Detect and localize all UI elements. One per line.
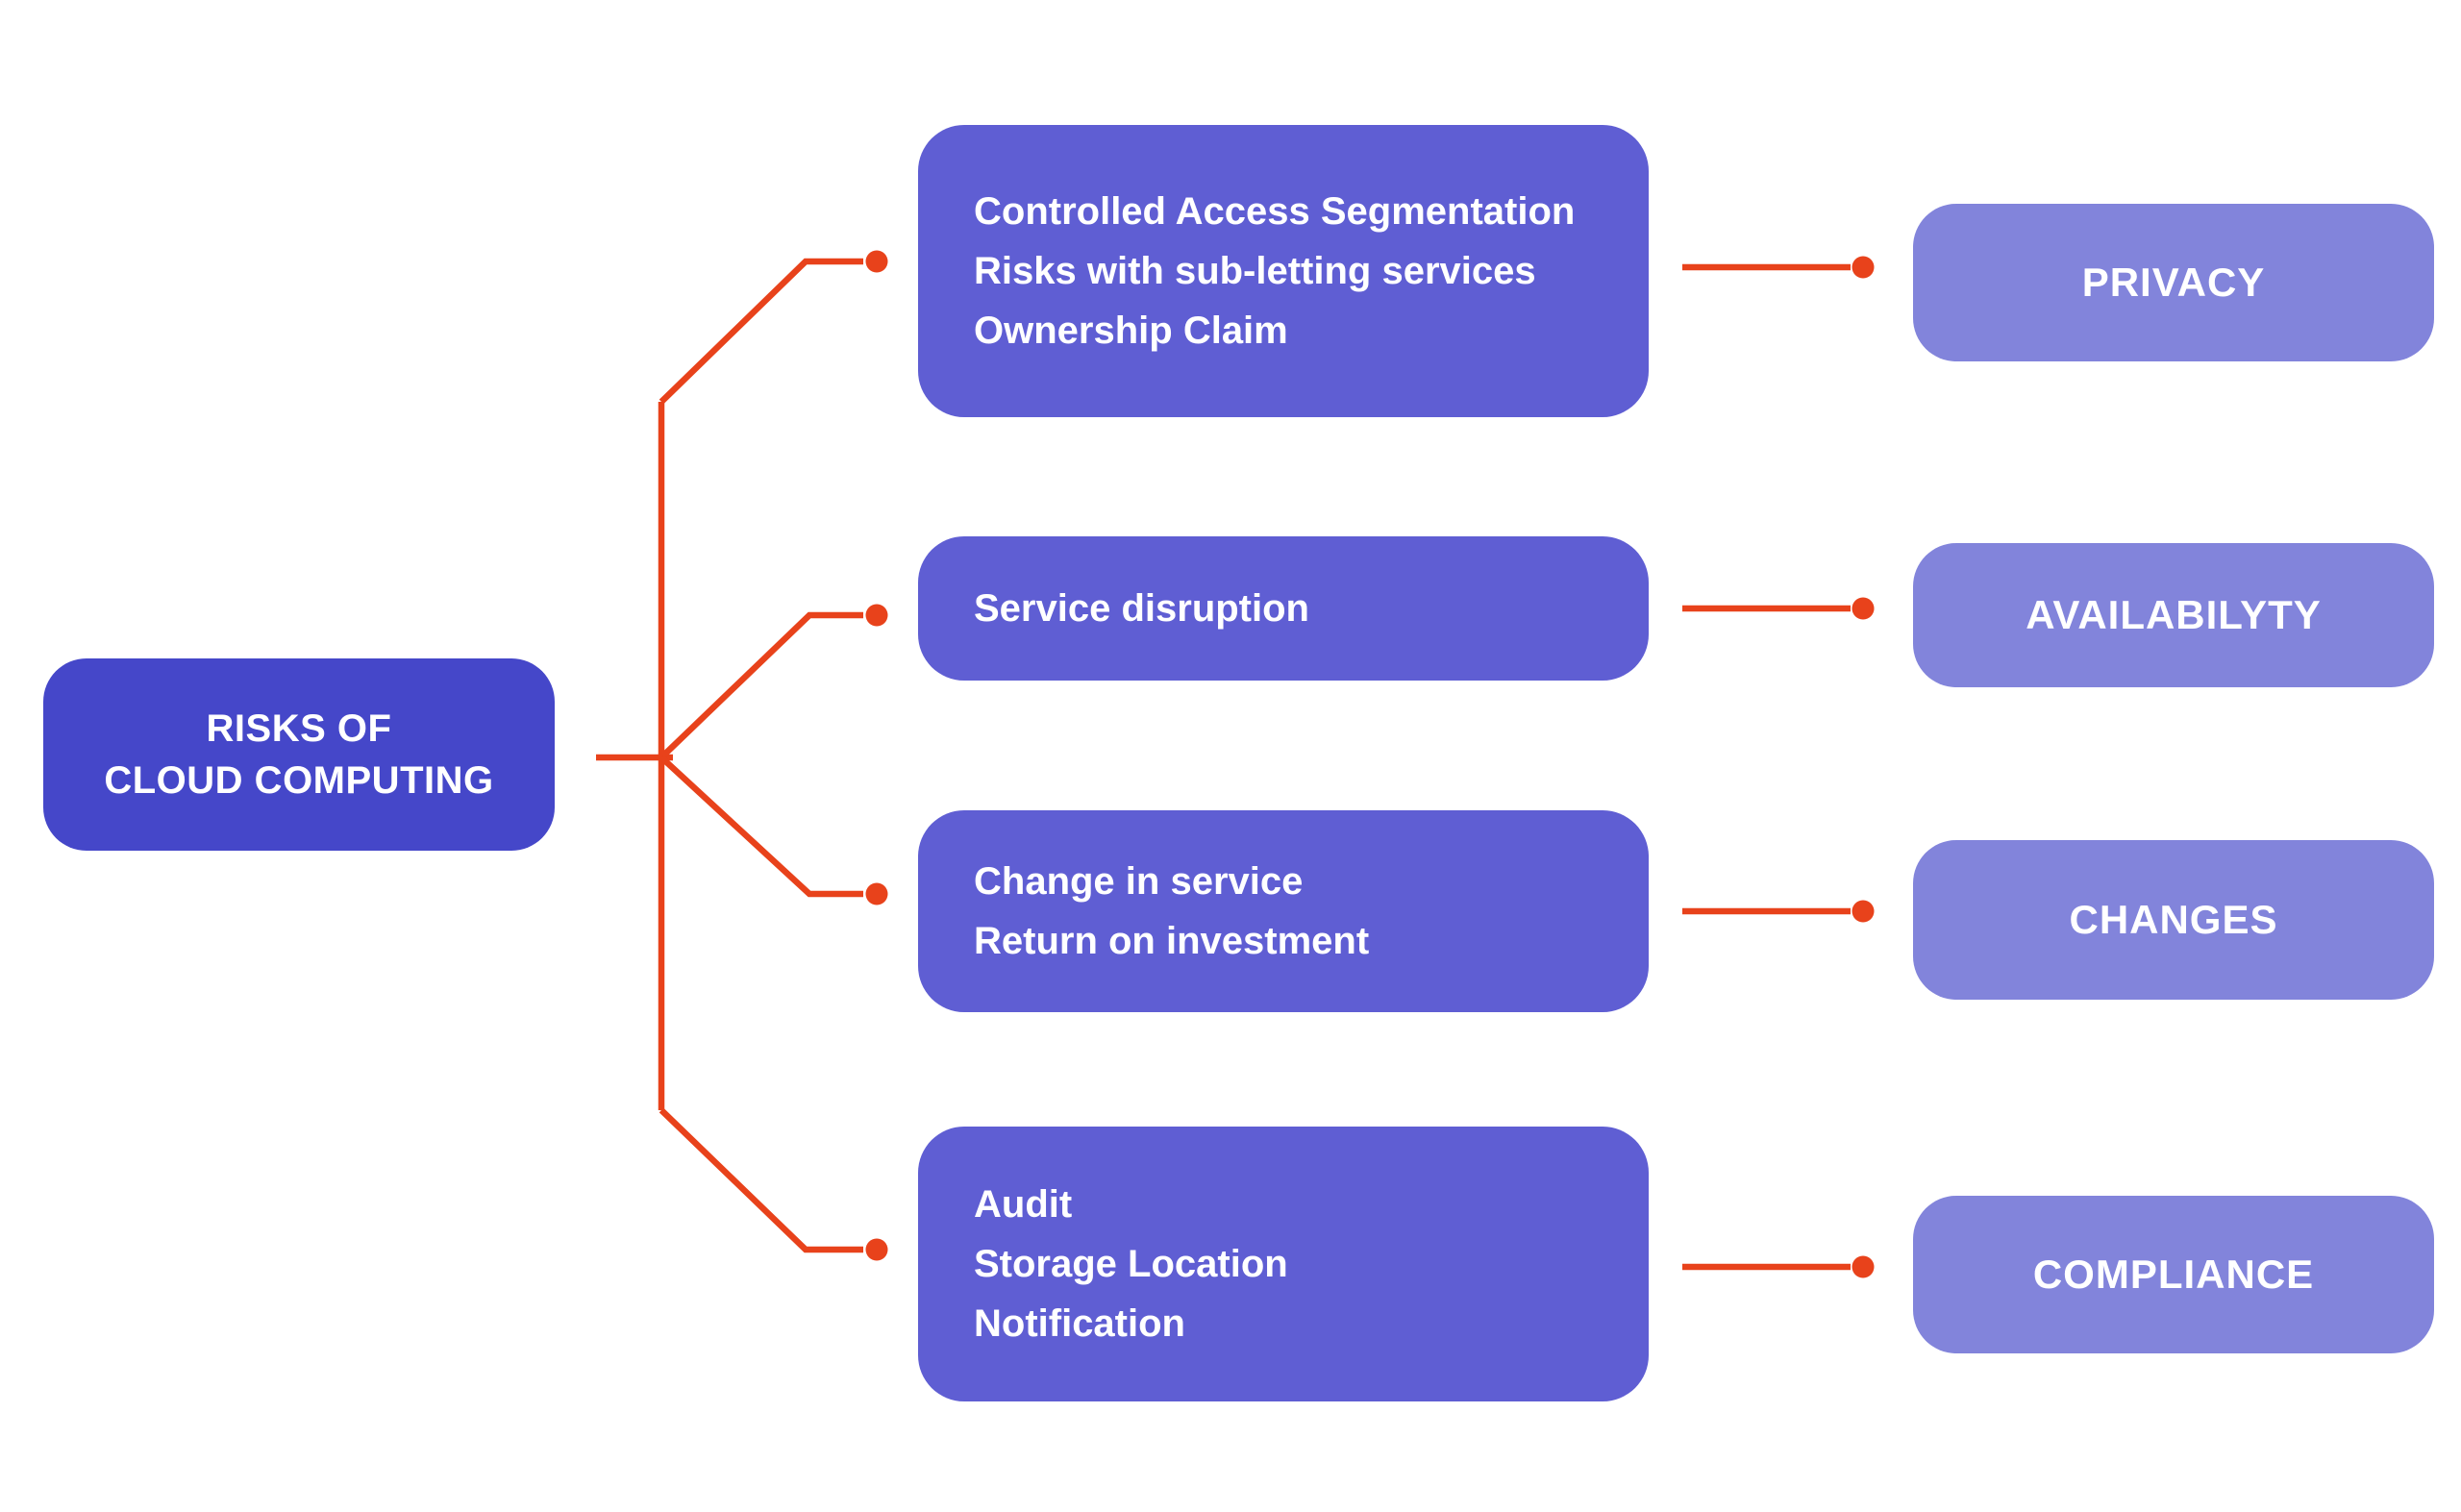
dot-row3-right	[1852, 900, 1875, 923]
category-box-row3: CHANGES	[1913, 840, 2434, 1000]
risk-box-row1: Controlled Access Segmentation Risks wit…	[918, 125, 1649, 417]
risk-item: Ownership Claim	[974, 310, 1288, 352]
branch-row2	[659, 611, 863, 760]
dot-row2-right	[1852, 597, 1875, 620]
risk-box-row4: Audit Storage Location Notification	[918, 1127, 1649, 1401]
root-title-line1: RISKS OF	[206, 707, 392, 750]
risk-item: Return on investment	[974, 920, 1370, 962]
risk-item: Change in service	[974, 860, 1304, 903]
dot-row1-right	[1852, 256, 1875, 279]
category-box-row1: PRIVACY	[1913, 204, 2434, 361]
dot-row4-left	[865, 1238, 888, 1261]
branch-row1	[659, 258, 863, 405]
risk-box-row2: Service disruption	[918, 536, 1649, 681]
risk-item: Storage Location	[974, 1243, 1288, 1285]
dot-row3-left	[865, 882, 888, 905]
risk-box-row3: Change in service Return on investment	[918, 810, 1649, 1012]
risk-item: Controlled Access Segmentation	[974, 190, 1576, 233]
category-box-row2: AVAILABILYTY	[1913, 543, 2434, 687]
risk-item: Notification	[974, 1302, 1185, 1345]
risk-item: Service disruption	[974, 587, 1309, 630]
dot-row1-left	[865, 250, 888, 273]
root-node: RISKS OF CLOUD COMPUTING	[43, 658, 555, 851]
dot-row4-right	[1852, 1255, 1875, 1278]
branch-row3	[659, 755, 863, 898]
category-box-row4: COMPLIANCE	[1913, 1196, 2434, 1353]
risk-item: Risks with sub-letting services	[974, 250, 1536, 292]
root-title-line2: CLOUD COMPUTING	[104, 759, 494, 802]
risk-item: Audit	[974, 1183, 1073, 1226]
branch-row4	[659, 1107, 863, 1253]
dot-row2-left	[865, 604, 888, 627]
